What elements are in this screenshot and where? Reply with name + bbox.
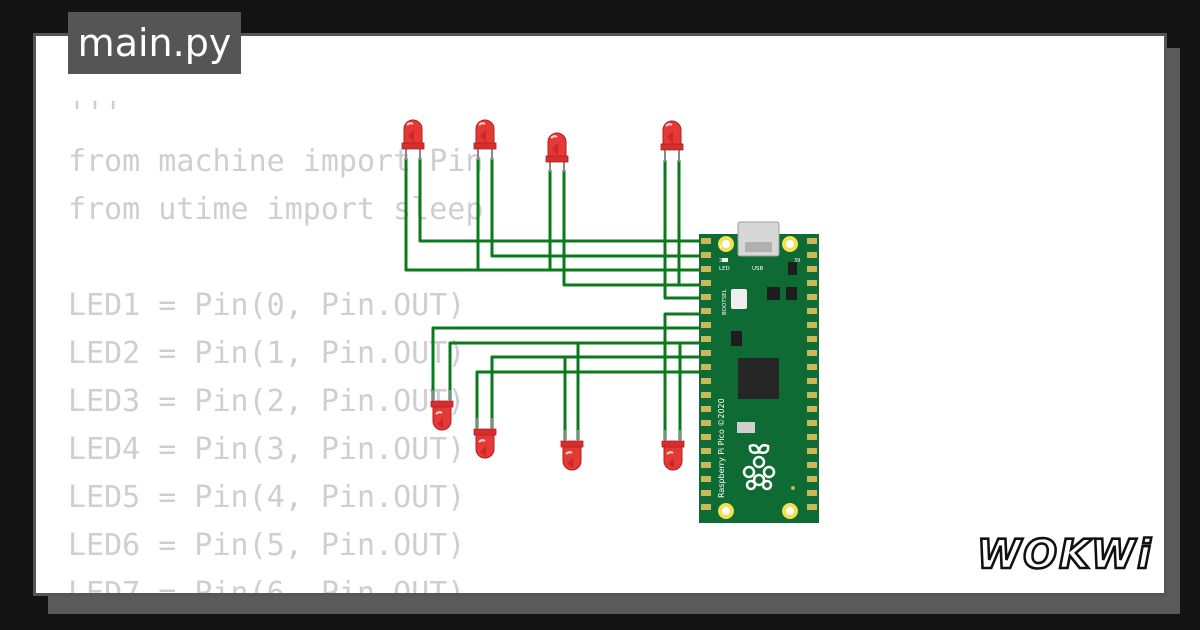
led-bottom-1[interactable] xyxy=(430,390,454,431)
wire xyxy=(476,158,708,272)
usb-label: USB xyxy=(752,266,764,272)
rp2040-chip xyxy=(738,358,779,399)
pin39-label: 39 xyxy=(794,258,800,264)
code-line: LED4 = Pin(3, Pin.OUT) xyxy=(68,432,466,467)
code-line: ''' xyxy=(68,96,123,131)
code-line: from machine import Pin xyxy=(68,144,484,179)
chip-small-4 xyxy=(731,331,742,346)
led-top-2[interactable] xyxy=(473,119,497,160)
pin-header-left xyxy=(701,238,711,510)
raspberry-icon xyxy=(742,444,776,491)
wire xyxy=(490,158,708,258)
preview-card: ''' from machine import Pin from utime imp… xyxy=(33,33,1167,596)
pin2-label: 2 xyxy=(719,258,722,264)
wokwi-logo-text: WOKWi xyxy=(977,532,1153,578)
wire xyxy=(563,355,708,440)
pico-board[interactable]: 1 2 39 LED USB BOOTSEL Raspberry Pi Pico… xyxy=(699,221,819,523)
wire xyxy=(663,312,708,440)
test-pad xyxy=(791,486,795,490)
led-top-3[interactable] xyxy=(545,132,569,172)
wire xyxy=(475,370,708,428)
chip-small-1 xyxy=(767,287,780,300)
wire xyxy=(677,160,708,287)
wires xyxy=(404,158,708,440)
wire xyxy=(404,158,708,272)
code-line: LED3 = Pin(2, Pin.OUT) xyxy=(68,384,466,419)
bootsel-button[interactable] xyxy=(731,289,747,309)
code-line: from utime import sleep xyxy=(68,192,484,227)
code-line: LED6 = Pin(5, Pin.OUT) xyxy=(68,528,466,563)
board-name: Raspberry Pi Pico ©2020 xyxy=(717,398,726,498)
mounting-holes xyxy=(718,236,798,519)
usb-socket xyxy=(745,242,772,252)
led-bottom-3[interactable] xyxy=(560,430,584,471)
chip-small-2 xyxy=(786,287,797,300)
led-top-1[interactable] xyxy=(401,119,425,160)
wire xyxy=(562,170,708,287)
chip-small-3 xyxy=(788,262,797,275)
code-editor: ''' from machine import Pin from utime imp… xyxy=(68,90,484,596)
status-led xyxy=(722,258,728,262)
pin-header-right xyxy=(807,238,817,510)
led-top-4[interactable] xyxy=(660,120,684,162)
wire xyxy=(663,160,708,300)
wire xyxy=(490,355,708,428)
code-line: LED2 = Pin(1, Pin.OUT) xyxy=(68,336,466,371)
pin1-label: 1 xyxy=(719,244,722,250)
wire xyxy=(431,326,708,400)
wire xyxy=(678,341,708,440)
code-line: LED7 = Pin(6, Pin.OUT) xyxy=(68,576,466,596)
code-line: LED1 = Pin(0, Pin.OUT) xyxy=(68,288,466,323)
wokwi-logo-icon: WOKWi xyxy=(976,531,1153,580)
wire xyxy=(418,158,708,243)
crystal xyxy=(737,422,755,433)
bootsel-label: BOOTSEL xyxy=(722,288,728,315)
led-label: LED xyxy=(719,266,730,272)
file-tab[interactable]: main.py xyxy=(68,12,241,74)
code-line: LED5 = Pin(4, Pin.OUT) xyxy=(68,480,466,515)
wire xyxy=(548,170,708,272)
file-tab-label: main.py xyxy=(77,21,232,65)
led-bottom-4[interactable] xyxy=(661,430,685,471)
led-bottom-2[interactable] xyxy=(473,418,497,459)
